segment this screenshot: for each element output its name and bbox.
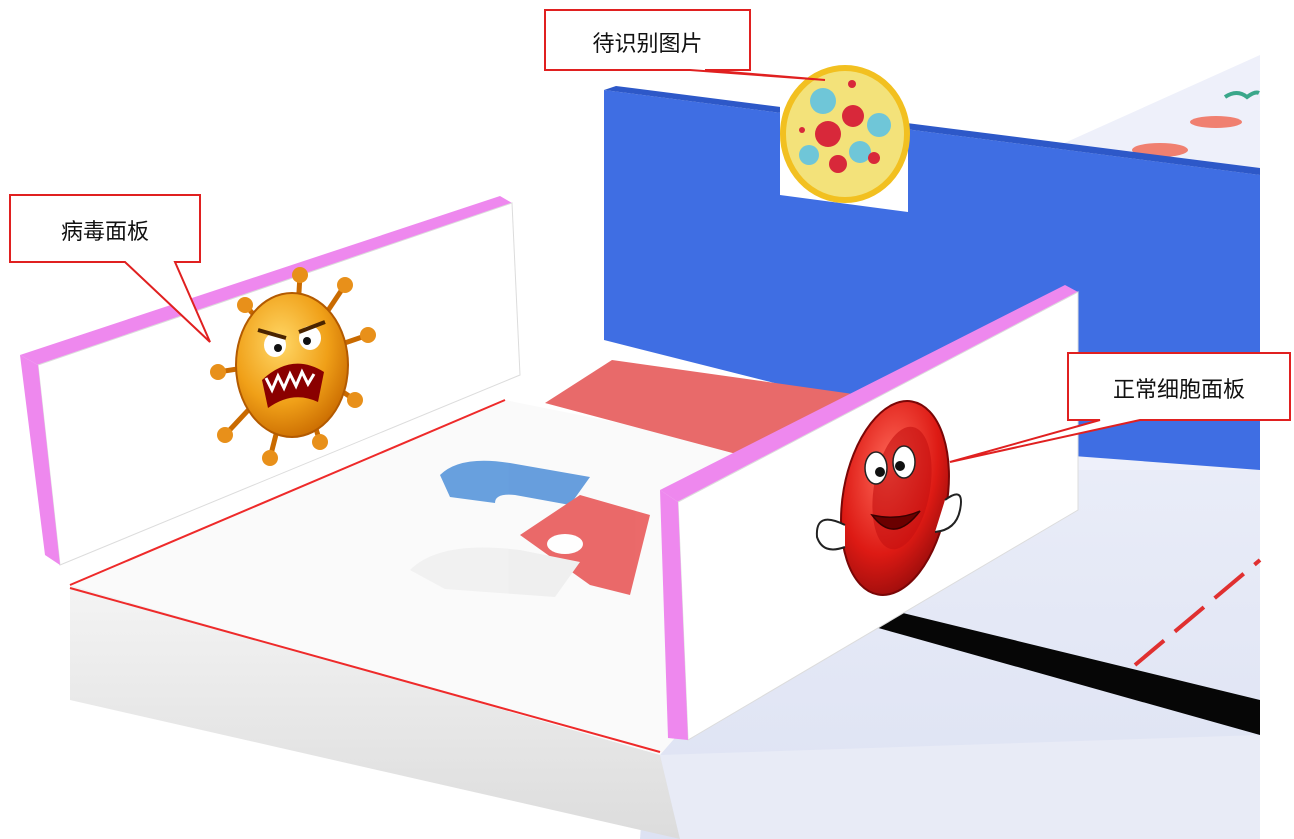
normal-cell-panel [660,285,1079,741]
track-red-dash [1133,558,1262,667]
logo-icon [410,460,650,597]
callout-label-pending-image: 待识别图片 [592,32,703,57]
callout-normal-cell-panel [949,352,1291,463]
track-black-line [850,605,1260,735]
virus-icon [210,267,376,466]
pending-image-card [780,58,910,212]
callout-virus-panel [9,194,211,343]
pizza-cell-image-icon [780,65,910,203]
virus-panel [20,196,521,566]
track-green-mark [1223,90,1260,100]
callout-label-normal-cell-panel: 正常细胞面板 [1112,378,1245,403]
callout-label-virus-panel: 病毒面板 [60,220,149,245]
red-blood-cell-icon [815,400,962,596]
callout-pending-image [544,9,826,81]
track-red-dot [1190,116,1242,128]
